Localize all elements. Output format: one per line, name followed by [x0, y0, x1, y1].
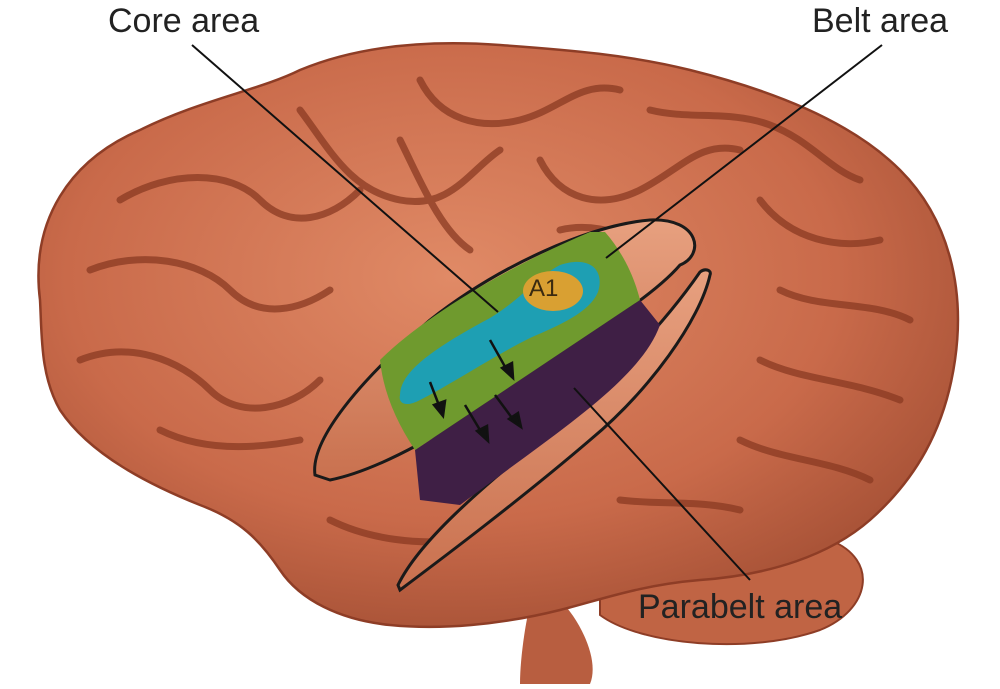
leader-belt	[605, 44, 883, 259]
a1-label: A1	[529, 275, 559, 302]
leader-parabelt	[573, 387, 751, 581]
core-area-label: Core area	[108, 2, 260, 40]
processing-arrows	[428, 339, 523, 445]
belt-area-label: Belt area	[812, 2, 949, 40]
brain-stem	[520, 600, 593, 684]
leader-core	[191, 44, 499, 313]
a1-region	[523, 271, 583, 311]
parabelt-area-label: Parabelt area	[638, 588, 843, 626]
parabelt-region	[415, 300, 660, 505]
leader-lines	[191, 44, 883, 581]
